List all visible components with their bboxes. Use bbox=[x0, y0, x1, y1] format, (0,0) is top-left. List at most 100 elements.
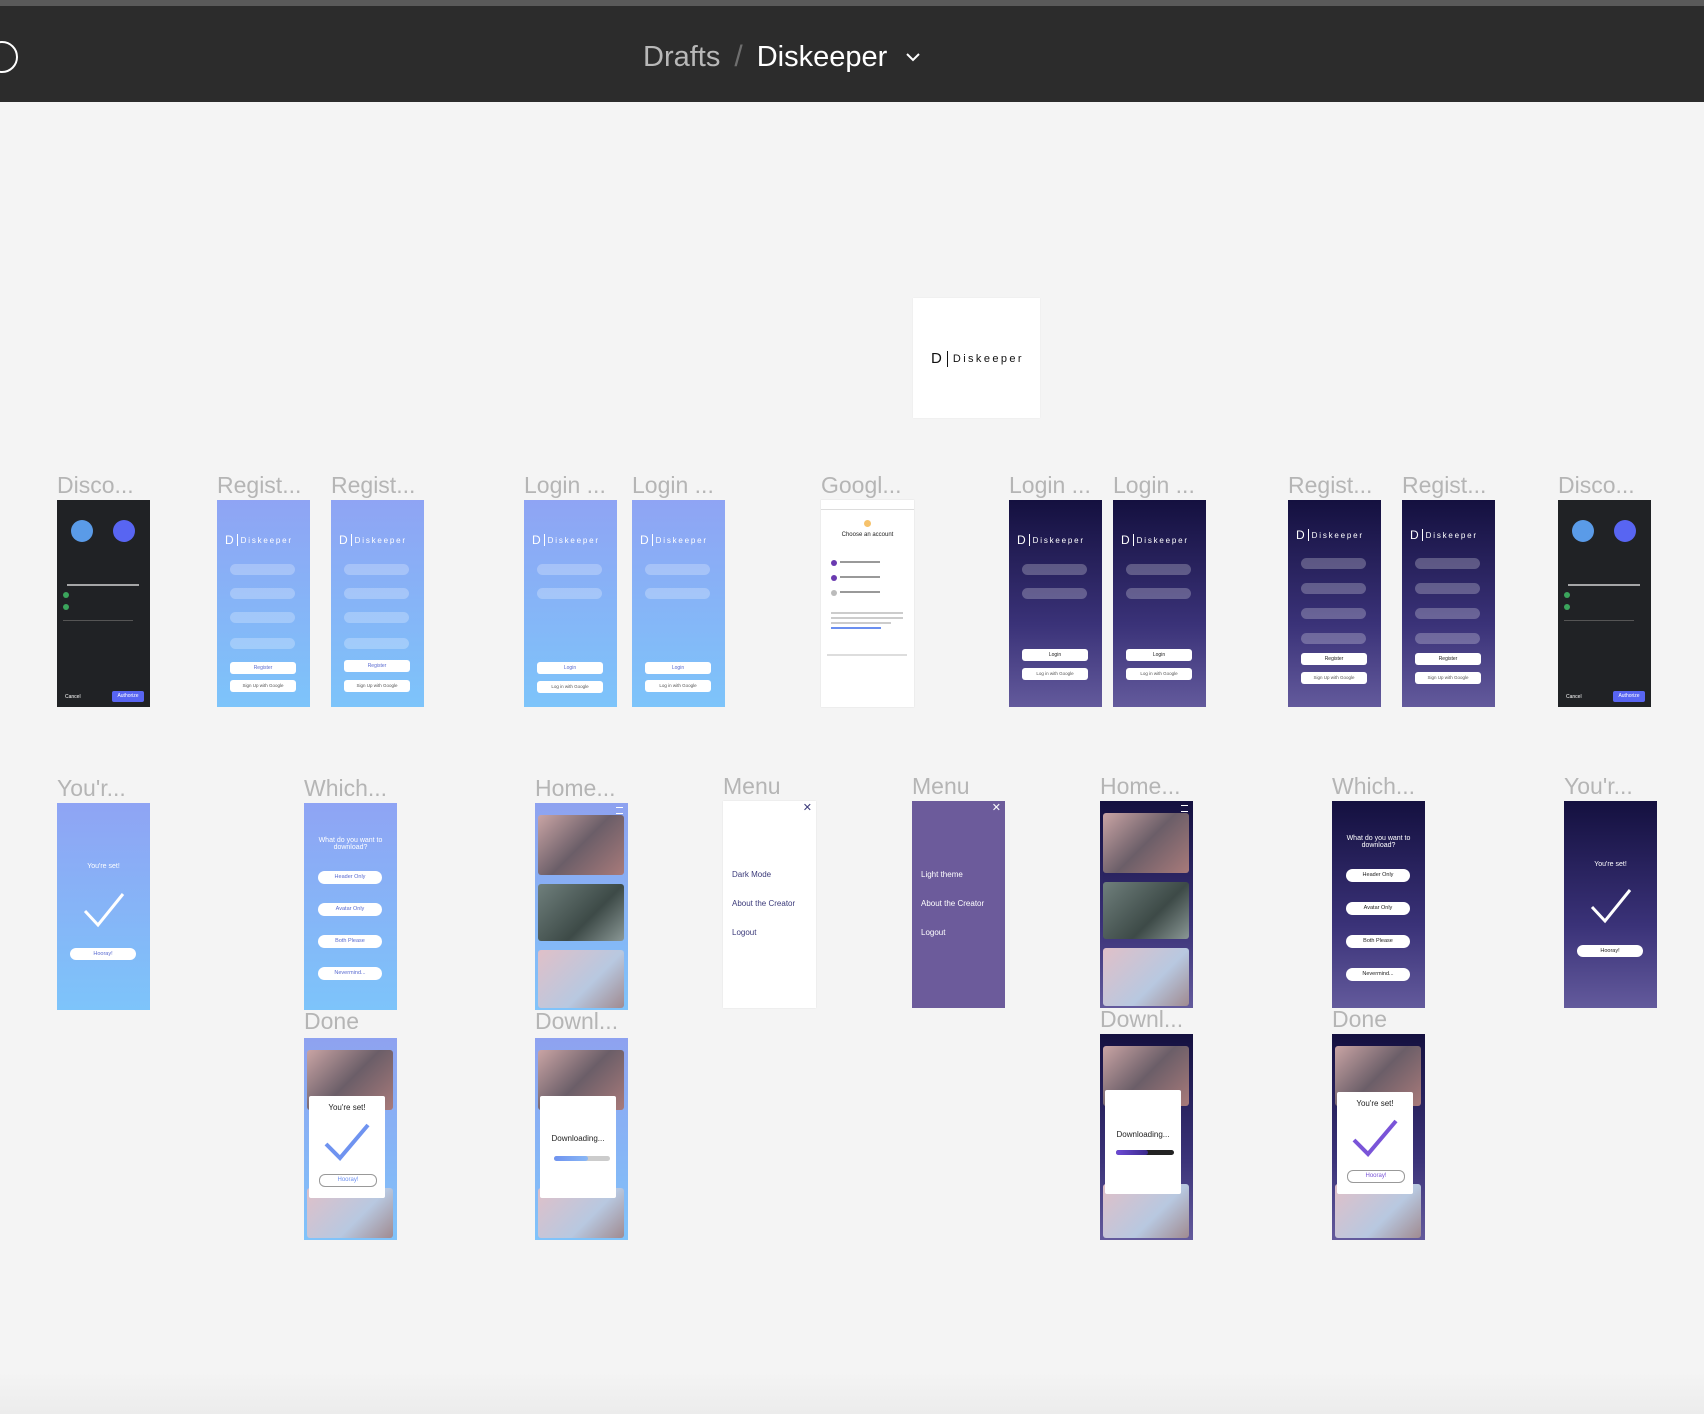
frame-label[interactable]: Done bbox=[304, 1008, 359, 1034]
hooray-button[interactable]: Hooray! bbox=[319, 1174, 377, 1187]
which-download-dark-frame[interactable]: What do you want to download? Header Onl… bbox=[1332, 801, 1425, 1008]
frame-label[interactable]: You'r... bbox=[57, 775, 126, 801]
frame-label[interactable]: Menu bbox=[723, 773, 781, 799]
avatar-only-button[interactable]: Avatar Only bbox=[1346, 902, 1410, 915]
login-button[interactable]: Login bbox=[645, 662, 711, 674]
header-image-card[interactable] bbox=[1103, 948, 1189, 1006]
google-signup-button[interactable]: Sign Up with Google bbox=[1301, 672, 1367, 684]
both-please-button[interactable]: Both Please bbox=[318, 935, 382, 948]
nevermind-button[interactable]: Nevermind... bbox=[318, 967, 382, 980]
authorize-button[interactable]: Authorize bbox=[112, 691, 144, 702]
about-creator-item[interactable]: About the Creator bbox=[732, 899, 796, 908]
google-signup-button[interactable]: Sign Up with Google bbox=[230, 680, 296, 692]
frame-label[interactable]: Which... bbox=[304, 775, 388, 801]
google-chooser-frame[interactable]: Choose an account bbox=[821, 500, 914, 707]
header-image-card[interactable] bbox=[1103, 882, 1189, 939]
frame-label[interactable]: Home... bbox=[1100, 773, 1181, 799]
home-frame[interactable] bbox=[535, 803, 628, 1010]
frame-label[interactable]: Googl... bbox=[821, 472, 902, 498]
login-button[interactable]: Login bbox=[1022, 649, 1088, 661]
menu-light-frame[interactable]: ✕ Dark Mode About the Creator Logout bbox=[723, 801, 816, 1008]
light-theme-item[interactable]: Light theme bbox=[921, 870, 963, 879]
google-login-button[interactable]: Log in with Google bbox=[645, 680, 711, 692]
header-image-card[interactable] bbox=[538, 884, 624, 941]
downloading-dark-frame[interactable]: Downloading... bbox=[1100, 1034, 1193, 1240]
google-signup-button[interactable]: Sign Up with Google bbox=[1415, 672, 1481, 684]
authorize-button[interactable]: Authorize bbox=[1613, 691, 1645, 702]
header-image-card[interactable] bbox=[538, 815, 624, 875]
avatar-only-button[interactable]: Avatar Only bbox=[318, 903, 382, 916]
frame-label[interactable]: Home... bbox=[535, 775, 616, 801]
header-only-button[interactable]: Header Only bbox=[318, 871, 382, 884]
done-frame[interactable]: You're set! Hooray! bbox=[304, 1038, 397, 1240]
close-icon[interactable]: ✕ bbox=[802, 802, 812, 814]
header-only-button[interactable]: Header Only bbox=[1346, 869, 1410, 882]
breadcrumb-drafts[interactable]: Drafts bbox=[643, 40, 721, 73]
youre-set-dark-frame[interactable]: You're set! Hooray! bbox=[1564, 801, 1657, 1008]
google-login-button[interactable]: Log in with Google bbox=[1022, 668, 1088, 680]
frame-label[interactable]: Downl... bbox=[1100, 1006, 1184, 1032]
downloading-dialog: Downloading... bbox=[540, 1096, 616, 1198]
downloading-frame[interactable]: Downloading... bbox=[535, 1038, 628, 1240]
frame-label[interactable]: Disco... bbox=[1558, 472, 1635, 498]
hamburger-icon[interactable] bbox=[1181, 805, 1188, 812]
google-signup-button[interactable]: Sign Up with Google bbox=[344, 680, 410, 692]
register-button[interactable]: Register bbox=[1301, 653, 1367, 665]
discord-auth-frame[interactable]: Cancel Authorize bbox=[1558, 500, 1651, 707]
logout-item[interactable]: Logout bbox=[921, 928, 946, 937]
nevermind-button[interactable]: Nevermind... bbox=[1346, 968, 1410, 981]
menu-dark-frame[interactable]: ✕ Light theme About the Creator Logout bbox=[912, 801, 1005, 1008]
both-please-button[interactable]: Both Please bbox=[1346, 935, 1410, 948]
hooray-button[interactable]: Hooray! bbox=[1347, 1170, 1405, 1183]
frame-label[interactable]: Login ... bbox=[1009, 472, 1091, 498]
frame-label[interactable]: Regist... bbox=[1288, 472, 1373, 498]
frame-label[interactable]: Login ... bbox=[632, 472, 714, 498]
google-login-button[interactable]: Log in with Google bbox=[1126, 668, 1192, 680]
frame-label[interactable]: You'r... bbox=[1564, 773, 1633, 799]
register-button[interactable]: Register bbox=[344, 660, 410, 672]
frame-label[interactable]: Done bbox=[1332, 1006, 1387, 1032]
header-image-card[interactable] bbox=[1103, 813, 1189, 873]
register-button[interactable]: Register bbox=[230, 662, 296, 674]
which-download-frame[interactable]: What do you want to download? Header Onl… bbox=[304, 803, 397, 1010]
hooray-button[interactable]: Hooray! bbox=[1577, 945, 1643, 957]
done-dark-frame[interactable]: You're set! Hooray! bbox=[1332, 1034, 1425, 1240]
header-image-card[interactable] bbox=[538, 950, 624, 1008]
frame-label[interactable]: Downl... bbox=[535, 1008, 619, 1034]
chevron-down-icon[interactable] bbox=[903, 47, 923, 67]
about-creator-item[interactable]: About the Creator bbox=[921, 899, 985, 908]
cancel-button[interactable]: Cancel bbox=[1566, 694, 1582, 700]
frame-label[interactable]: Login ... bbox=[524, 472, 606, 498]
hooray-button[interactable]: Hooray! bbox=[70, 948, 136, 960]
login-button[interactable]: Login bbox=[1126, 649, 1192, 661]
logout-item[interactable]: Logout bbox=[732, 928, 757, 937]
register-button[interactable]: Register bbox=[1415, 653, 1481, 665]
frame-label[interactable]: Regist... bbox=[1402, 472, 1487, 498]
frame-label[interactable]: Regist... bbox=[331, 472, 416, 498]
frame-label[interactable]: Menu bbox=[912, 773, 970, 799]
google-login-button[interactable]: Log in with Google bbox=[537, 681, 603, 693]
frame-label[interactable]: Login ... bbox=[1113, 472, 1195, 498]
menu-circle-icon[interactable] bbox=[0, 41, 18, 73]
frame-label[interactable]: Disco... bbox=[57, 472, 134, 498]
file-name[interactable]: Diskeeper bbox=[756, 40, 888, 73]
hamburger-icon[interactable] bbox=[616, 807, 623, 814]
frame-label[interactable]: Which... bbox=[1332, 773, 1416, 799]
cancel-button[interactable]: Cancel bbox=[65, 694, 81, 700]
discord-auth-frame[interactable]: Cancel Authorize bbox=[57, 500, 150, 707]
home-dark-frame[interactable] bbox=[1100, 801, 1193, 1008]
login-button[interactable]: Login bbox=[537, 662, 603, 674]
youre-set-frame[interactable]: You're set! Hooray! bbox=[57, 803, 150, 1010]
dark-mode-item[interactable]: Dark Mode bbox=[732, 870, 772, 879]
frame-label[interactable]: Regist... bbox=[217, 472, 302, 498]
logo-frame[interactable]: D Diskeeper bbox=[913, 298, 1040, 418]
close-icon[interactable]: ✕ bbox=[991, 802, 1001, 814]
